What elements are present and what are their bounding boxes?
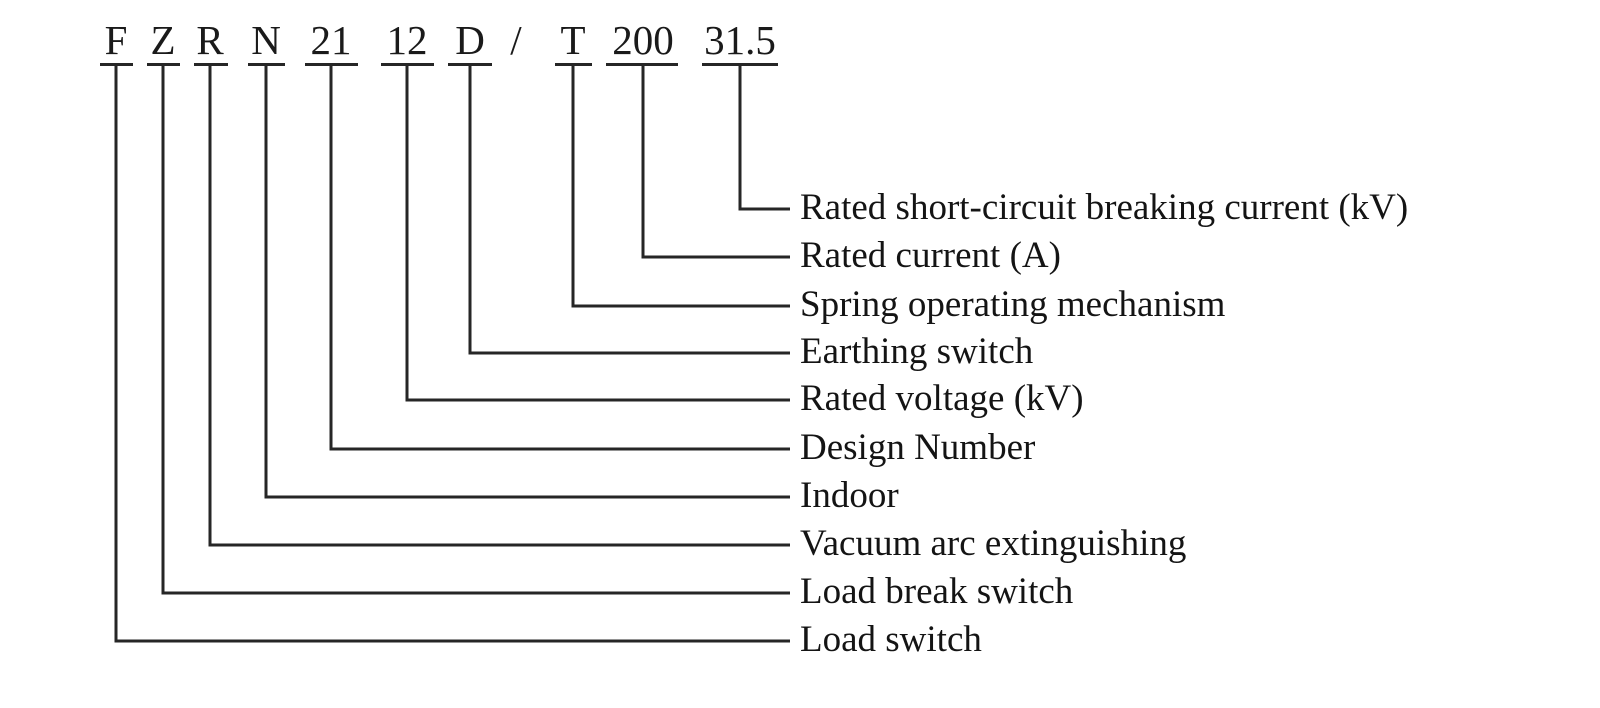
- label-item: Spring operating mechanism: [800, 284, 1226, 325]
- leader-line-8: [208, 66, 790, 547]
- code-token-underline: [555, 63, 592, 66]
- leader-line-3: [571, 66, 790, 308]
- code-token-T: T: [560, 17, 586, 63]
- code-token-underline: [702, 63, 778, 66]
- code-token-Z: Z: [150, 17, 176, 63]
- label-item: Earthing switch: [800, 331, 1034, 372]
- code-token-underline: [381, 63, 434, 66]
- code-token-underline: [606, 63, 678, 66]
- code-token-underline: [305, 63, 358, 66]
- label-item: Rated short-circuit breaking current (kV…: [800, 187, 1409, 228]
- leader-line-7: [264, 66, 790, 499]
- code-token-underline: [194, 63, 228, 66]
- code-token-underline: [147, 63, 180, 66]
- label-item: Load switch: [800, 619, 982, 660]
- code-token-200: 200: [612, 17, 674, 63]
- code-token-315: 31.5: [704, 17, 776, 63]
- label-item: Rated current (A): [800, 235, 1061, 276]
- label-item: Load break switch: [800, 571, 1074, 612]
- code-token-underline: [100, 63, 133, 66]
- label-item: Rated voltage (kV): [800, 378, 1084, 419]
- leader-line-1: [738, 66, 790, 211]
- code-token-N: N: [251, 17, 281, 63]
- leader-line-6: [329, 66, 790, 451]
- leader-line-2: [641, 66, 790, 259]
- leader-line-9: [161, 66, 790, 595]
- leader-line-5: [405, 66, 790, 402]
- code-token-underline: [448, 63, 492, 66]
- code-token-21: 21: [310, 17, 352, 63]
- label-item: Indoor: [800, 475, 899, 516]
- code-token-12: 12: [386, 17, 428, 63]
- code-token-underline: [248, 63, 285, 66]
- code-token-D: D: [455, 17, 485, 63]
- code-token-F: F: [104, 17, 128, 63]
- code-token-: /: [510, 17, 522, 63]
- leader-line-10: [114, 66, 790, 643]
- code-token-R: R: [196, 17, 224, 63]
- label-item: Design Number: [800, 427, 1036, 468]
- leader-line-4: [468, 66, 790, 355]
- label-item: Vacuum arc extinguishing: [800, 523, 1187, 564]
